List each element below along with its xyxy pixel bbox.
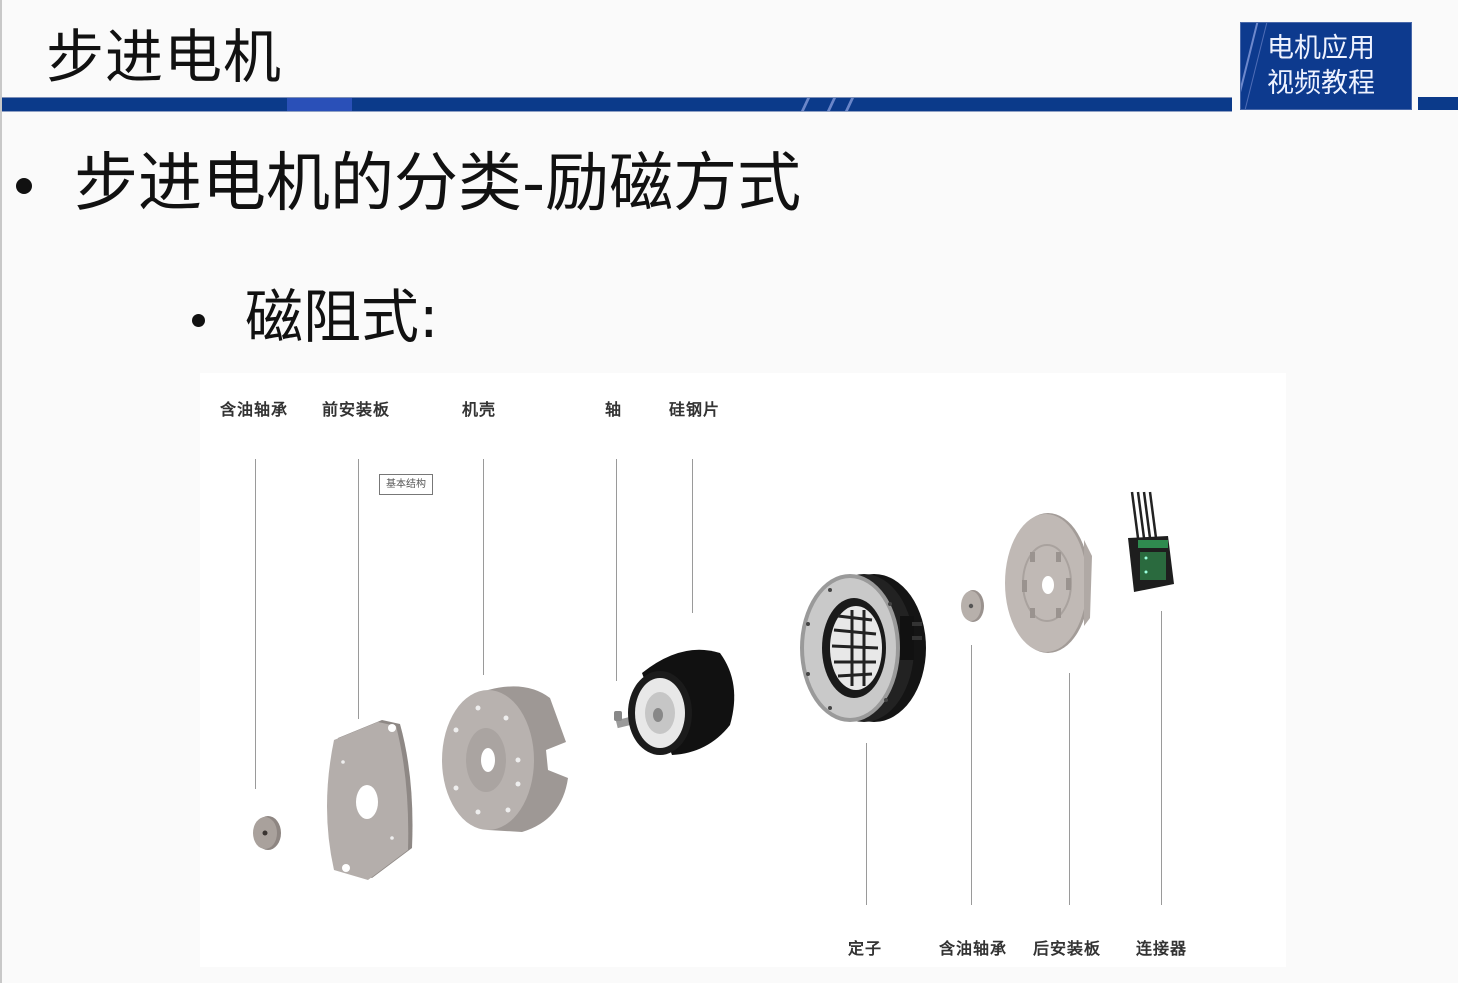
label-front-mounting-plate: 前安装板: [322, 400, 391, 419]
badge-line-1: 电机应用: [1267, 33, 1375, 64]
bullet-level-2: 磁阻式:: [192, 282, 439, 352]
label-silicon-steel: 硅钢片: [669, 400, 721, 419]
label-housing: 机壳: [462, 400, 497, 419]
bullet-dot-icon: [16, 178, 32, 194]
caption-box: 基本结构: [379, 474, 433, 495]
rear-mounting-plate-icon: [1005, 513, 1092, 653]
label-shaft: 轴: [605, 400, 623, 419]
leader-line: [358, 459, 359, 719]
label-oil-bearing-front: 含油轴承: [220, 400, 289, 419]
leader-line: [616, 459, 617, 681]
course-badge: 电机应用 视频教程: [1240, 22, 1412, 110]
rotor-shaft-icon: [614, 649, 735, 755]
leader-line: [971, 645, 972, 905]
leader-line: [1069, 673, 1070, 905]
front-mounting-plate-icon: [327, 720, 413, 880]
oil-bearing-front-icon: [253, 816, 281, 850]
label-stator: 定子: [848, 939, 883, 958]
leader-line: [483, 459, 484, 675]
oil-bearing-rear-icon: [961, 590, 984, 622]
leader-line: [866, 743, 867, 905]
motor-exploded-diagram: 含油轴承 前安装板 机壳 轴 硅钢片 基本结构 定子 含油轴承 后安装板 连接器: [200, 373, 1286, 967]
leader-line: [255, 459, 256, 789]
leader-line: [692, 459, 693, 613]
leader-line: [1161, 611, 1162, 905]
bullet-text: 步进电机的分类-励磁方式: [74, 147, 802, 221]
label-rear-mounting-plate: 后安装板: [1033, 939, 1102, 958]
header-divider-bar-right: [1418, 97, 1458, 110]
bullet-text: 磁阻式:: [245, 283, 439, 351]
stator-icon: [800, 574, 926, 722]
badge-line-2: 视频教程: [1267, 68, 1375, 99]
header-divider-bar: [2, 97, 1232, 112]
label-connector: 连接器: [1136, 939, 1188, 958]
bullet-dot-icon: [192, 313, 205, 327]
housing-icon: [442, 686, 568, 832]
label-oil-bearing-rear: 含油轴承: [939, 939, 1008, 958]
connector-icon: [1128, 491, 1174, 592]
slide-title: 步进电机: [46, 23, 283, 91]
bullet-level-1: 步进电机的分类-励磁方式: [16, 146, 801, 222]
